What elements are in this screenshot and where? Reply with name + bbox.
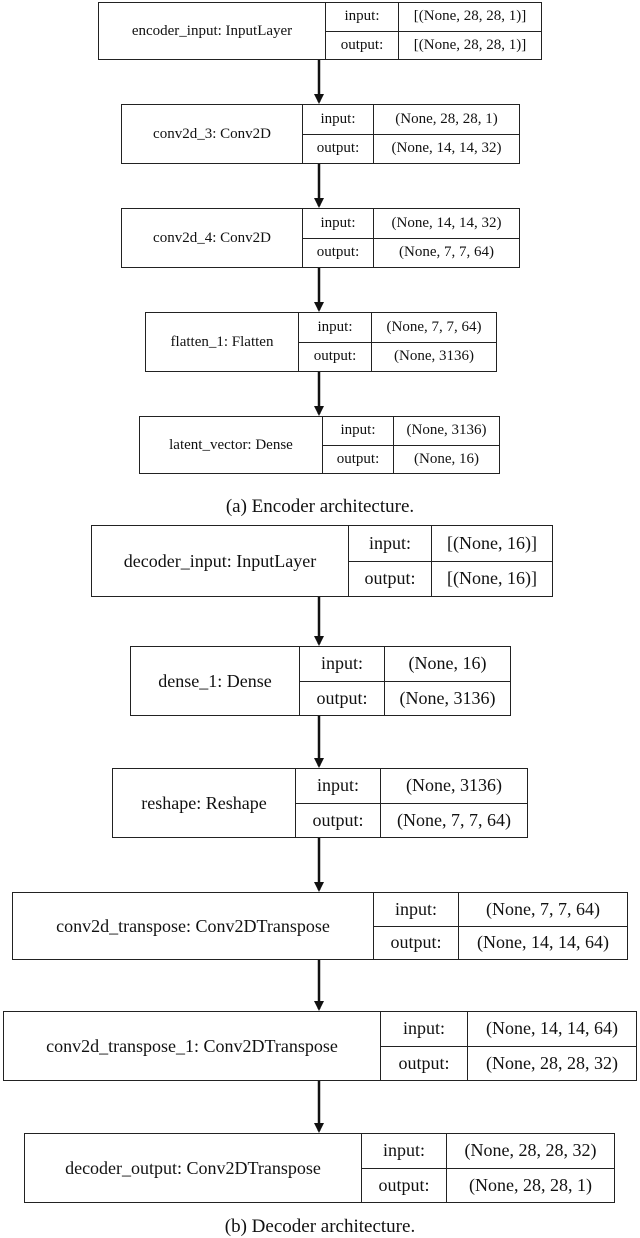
- output-shape: (None, 3136): [399, 687, 496, 708]
- input-label: input:: [303, 105, 373, 135]
- node-name: conv2d_4: Conv2D: [122, 209, 303, 267]
- node-name: conv2d_transpose_1: Conv2DTranspose: [4, 1012, 381, 1080]
- input-label: input:: [362, 1134, 446, 1169]
- input-label: input:: [303, 209, 373, 239]
- output-label: output:: [316, 140, 360, 157]
- output-label: output:: [312, 809, 364, 830]
- output-shape: (None, 14, 14, 64): [477, 932, 609, 953]
- node-name: encoder_input: InputLayer: [99, 3, 326, 59]
- dense-1-node: dense_1: Dense input: output: (None, 16)…: [130, 646, 511, 716]
- input-label: input:: [326, 3, 398, 32]
- input-label: input:: [381, 1012, 467, 1047]
- input-shape: (None, 28, 28, 32): [447, 1134, 614, 1169]
- input-label: input:: [374, 893, 458, 927]
- input-shape: (None, 14, 14, 64): [468, 1012, 636, 1047]
- input-label: input:: [349, 526, 431, 562]
- output-label: output:: [336, 450, 380, 467]
- output-label: output:: [390, 932, 442, 953]
- decoder-caption: (b) Decoder architecture.: [224, 1216, 416, 1237]
- encoder-input-node: encoder_input: InputLayer input: output:…: [98, 2, 542, 60]
- node-name: decoder_input: InputLayer: [92, 526, 349, 596]
- node-name: conv2d_transpose: Conv2DTranspose: [13, 893, 374, 959]
- input-label: input:: [323, 417, 393, 446]
- reshape-node: reshape: Reshape input: output: (None, 3…: [112, 768, 528, 838]
- node-name: reshape: Reshape: [113, 769, 296, 837]
- node-name: decoder_output: Conv2DTranspose: [25, 1134, 362, 1202]
- decoder-input-node: decoder_input: InputLayer input: output:…: [91, 525, 553, 597]
- input-shape: (None, 16): [385, 647, 510, 682]
- output-shape: (None, 28, 28, 32): [486, 1052, 618, 1073]
- output-shape: (None, 7, 7, 64): [397, 809, 511, 830]
- input-shape: (None, 3136): [394, 417, 499, 446]
- decoder-output-node: decoder_output: Conv2DTranspose input: o…: [24, 1133, 615, 1203]
- latent-vector-node: latent_vector: Dense input: output: (Non…: [139, 416, 500, 474]
- output-label: output:: [313, 348, 357, 365]
- node-name: dense_1: Dense: [131, 647, 300, 715]
- input-shape: (None, 7, 7, 64): [459, 893, 627, 927]
- conv2d-transpose-1-node: conv2d_transpose_1: Conv2DTranspose inpu…: [3, 1011, 637, 1081]
- input-shape: [(None, 16)]: [432, 526, 552, 562]
- input-label: input:: [296, 769, 380, 804]
- input-label: input:: [299, 313, 371, 343]
- encoder-caption: (a) Encoder architecture.: [225, 496, 415, 517]
- conv2d-4-node: conv2d_4: Conv2D input: output: (None, 1…: [121, 208, 520, 268]
- output-shape: (None, 14, 14, 32): [391, 140, 502, 157]
- output-label: output:: [378, 1174, 430, 1195]
- output-label: output:: [398, 1052, 450, 1073]
- input-shape: (None, 28, 28, 1): [374, 105, 519, 135]
- output-label: output:: [316, 244, 360, 261]
- input-shape: (None, 3136): [381, 769, 527, 804]
- output-shape: [(None, 16)]: [447, 568, 537, 589]
- conv2d-transpose-node: conv2d_transpose: Conv2DTranspose input:…: [12, 892, 628, 960]
- output-shape: [(None, 28, 28, 1)]: [413, 36, 527, 53]
- output-shape: (None, 16): [414, 450, 479, 467]
- node-name: flatten_1: Flatten: [146, 313, 299, 371]
- output-label: output:: [340, 36, 384, 53]
- node-name: conv2d_3: Conv2D: [122, 105, 303, 163]
- input-shape: [(None, 28, 28, 1)]: [399, 3, 541, 32]
- input-shape: (None, 7, 7, 64): [372, 313, 496, 343]
- output-label: output:: [364, 568, 416, 589]
- input-label: input:: [300, 647, 384, 682]
- output-shape: (None, 28, 28, 1): [469, 1174, 592, 1195]
- output-label: output:: [316, 687, 368, 708]
- input-shape: (None, 14, 14, 32): [374, 209, 519, 239]
- output-shape: (None, 7, 7, 64): [399, 244, 494, 261]
- flatten-1-node: flatten_1: Flatten input: output: (None,…: [145, 312, 497, 372]
- output-shape: (None, 3136): [394, 348, 474, 365]
- conv2d-3-node: conv2d_3: Conv2D input: output: (None, 2…: [121, 104, 520, 164]
- node-name: latent_vector: Dense: [140, 417, 323, 473]
